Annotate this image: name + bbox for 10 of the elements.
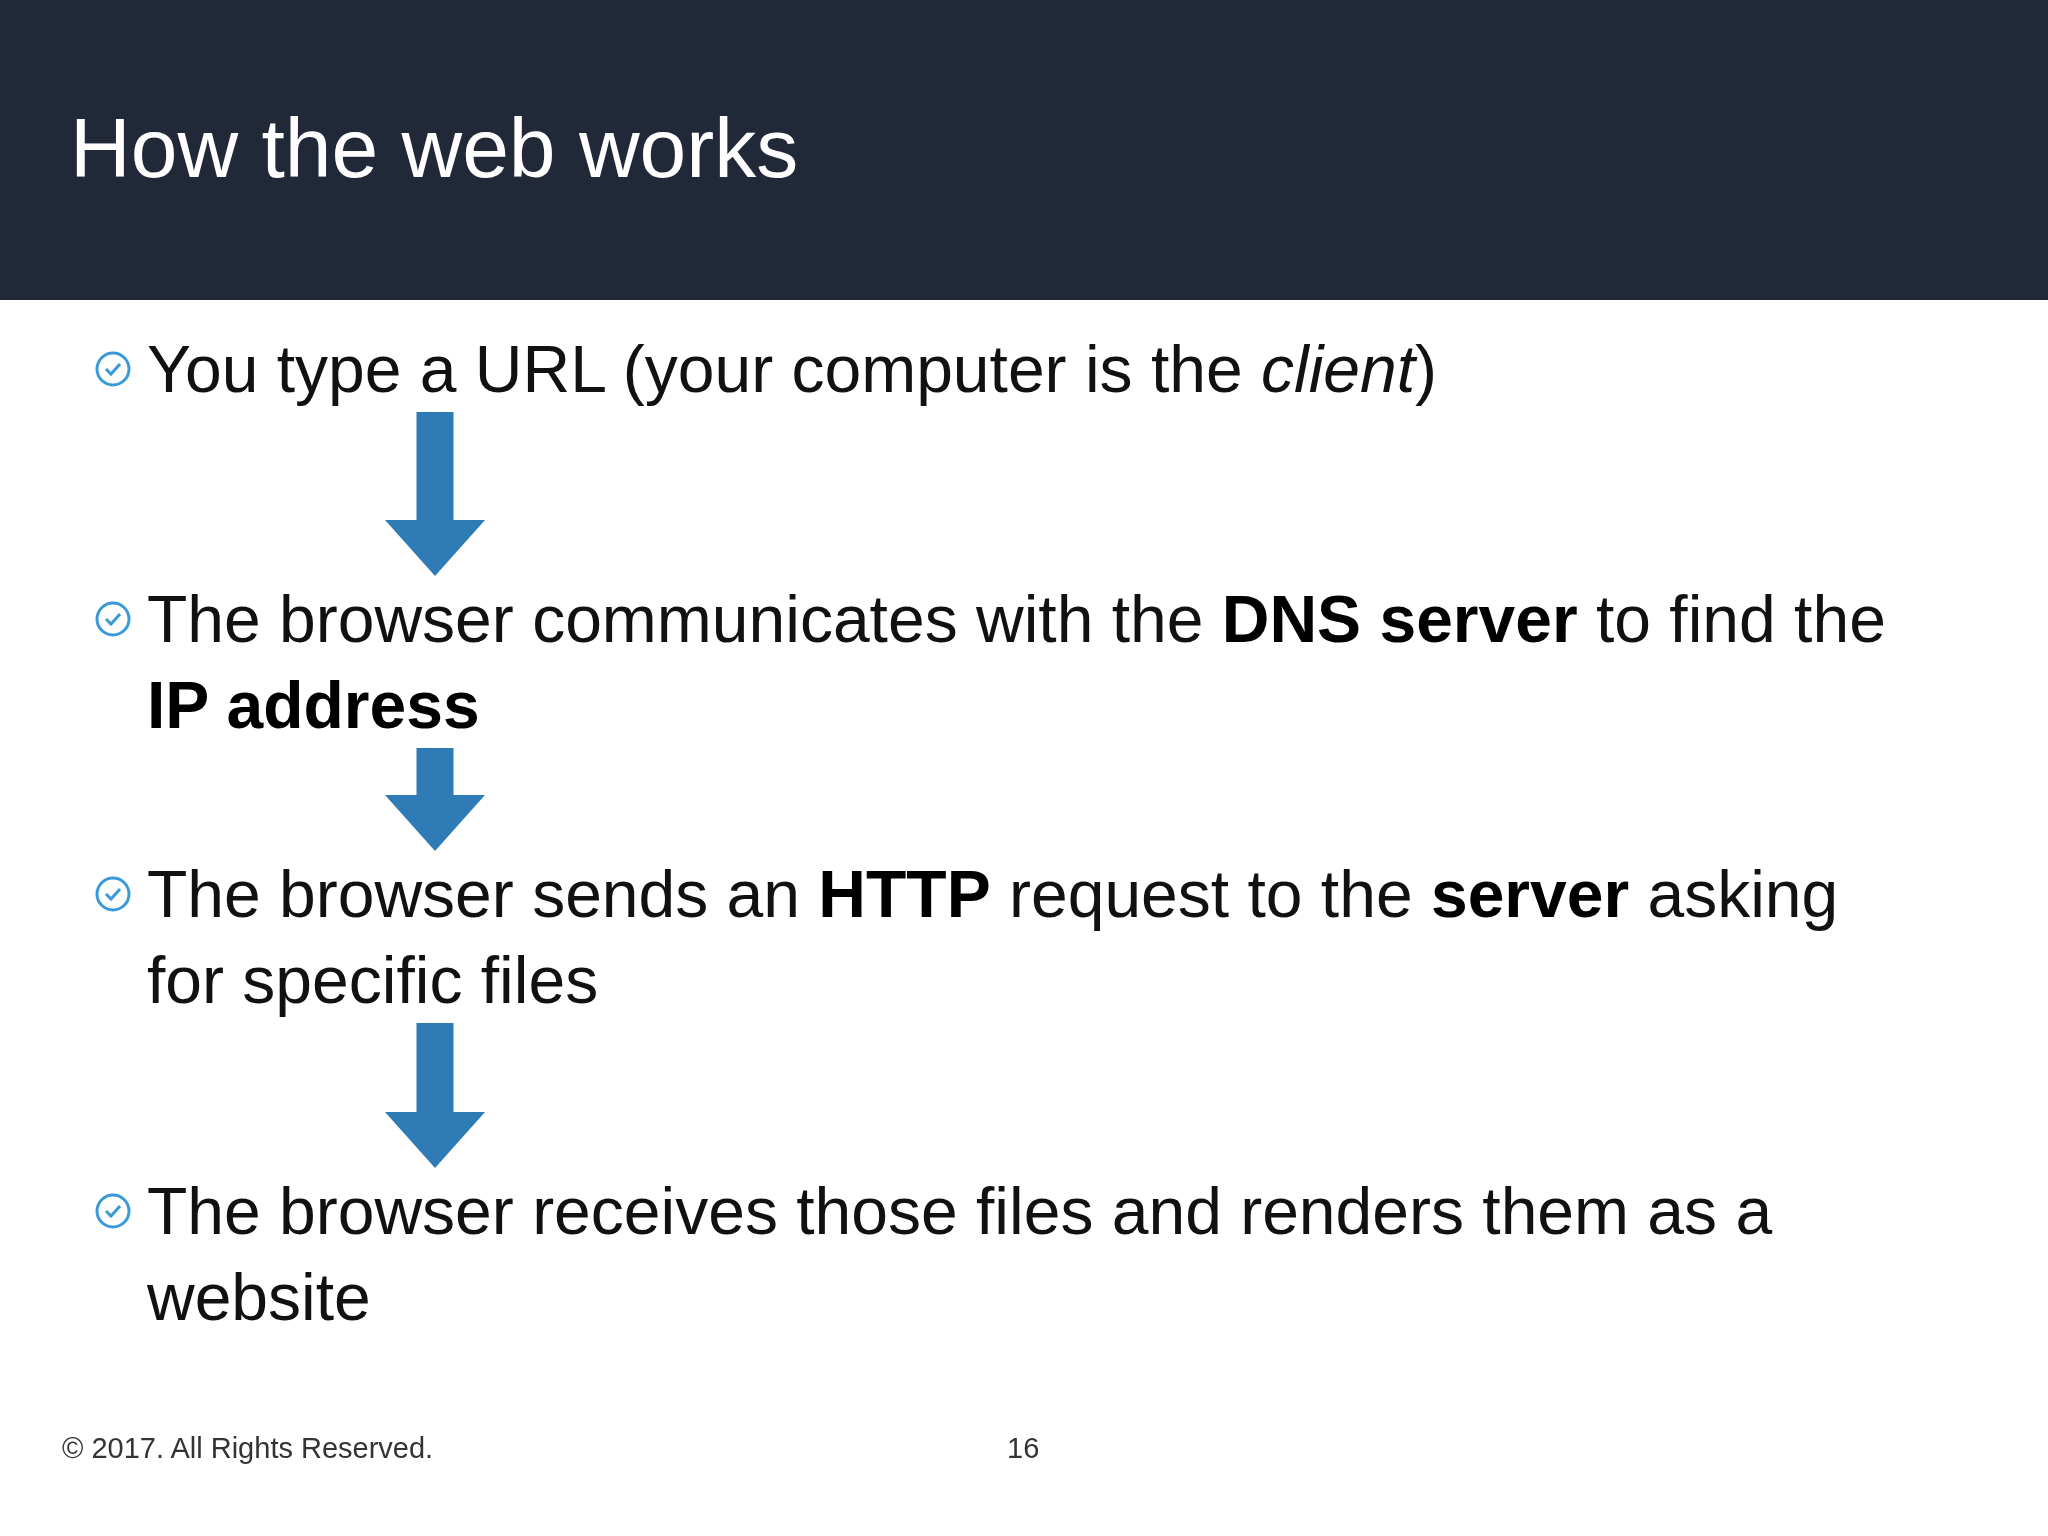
- bullet-text: You type a URL (your computer is the client): [147, 326, 1907, 412]
- down-arrow: [385, 748, 485, 851]
- page-number: 16: [1007, 1432, 1040, 1465]
- down-arrow: [385, 1023, 485, 1168]
- down-arrow: [385, 412, 485, 576]
- slide-title: How the web works: [70, 100, 799, 197]
- bullet-text: The browser sends an HTTP request to the server asking for specific files: [147, 851, 1907, 1023]
- copyright-note: © 2017. All Rights Reserved.: [62, 1432, 434, 1465]
- bullet-text: The browser communicates with the DNS server to find the IP address: [147, 576, 1907, 748]
- bullet-text: The browser receives those files and renders them as a website: [147, 1168, 1907, 1340]
